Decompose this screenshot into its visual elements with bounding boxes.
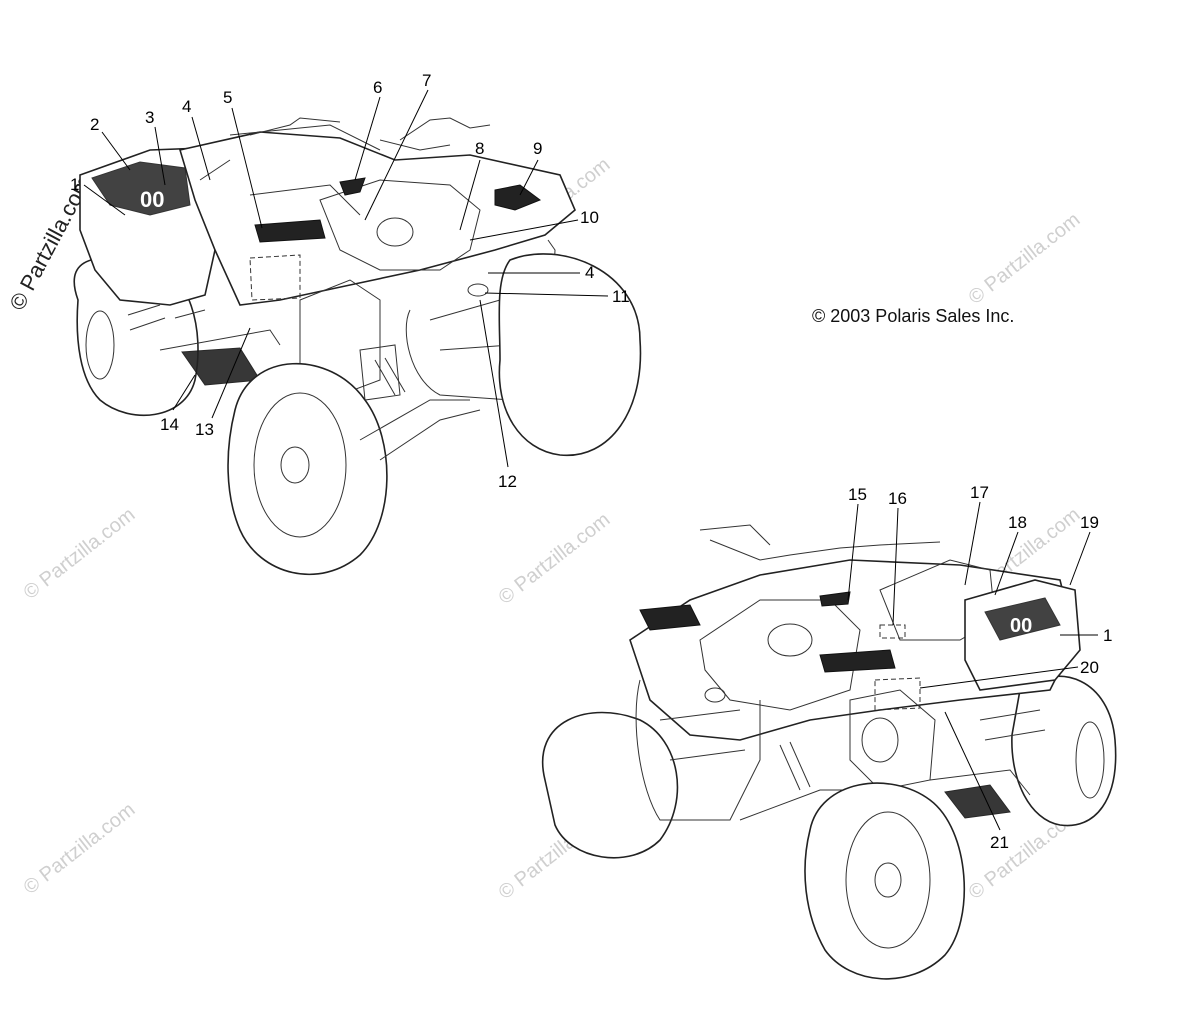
callout-label: 4 [585, 263, 594, 282]
callout-label: 1 [70, 175, 79, 194]
leader-lines-top [83, 89, 609, 468]
callout-label: 13 [195, 420, 214, 439]
callout-label: 6 [373, 78, 382, 97]
callout-label: 21 [990, 833, 1009, 852]
watermark: © Partzilla.com [20, 504, 140, 604]
atv-top-illustration: 00 [73, 117, 642, 576]
callout-label: 8 [475, 139, 484, 158]
callout-label: 3 [145, 108, 154, 127]
svg-text:00: 00 [140, 187, 164, 212]
callout-label: 1 [1103, 626, 1112, 645]
leader-lines-bottom [847, 501, 1098, 831]
callout-label: 9 [533, 139, 542, 158]
callouts-bottom: 15 16 17 18 19 1 20 21 [848, 483, 1112, 852]
callouts-top: 1 2 3 4 5 6 7 8 9 10 4 11 12 13 14 [70, 71, 630, 491]
callout-label: 20 [1080, 658, 1099, 677]
watermark: © Partzilla.com [495, 509, 615, 609]
watermark: © Partzilla.com [965, 209, 1085, 309]
callout-label: 4 [182, 97, 191, 116]
callout-label: 7 [422, 71, 431, 90]
callout-label: 17 [970, 483, 989, 502]
callout-label: 11 [612, 287, 630, 306]
callout-label: 12 [498, 472, 517, 491]
callout-label: 18 [1008, 513, 1027, 532]
svg-text:00: 00 [1010, 615, 1032, 637]
callout-label: 14 [160, 415, 179, 434]
callout-label: 2 [90, 115, 99, 134]
watermark: © Partzilla.com [20, 799, 140, 899]
callout-label: 15 [848, 485, 867, 504]
callout-label: 5 [223, 88, 232, 107]
callout-label: 16 [888, 489, 907, 508]
callout-label: 10 [580, 208, 599, 227]
copyright-text: © 2003 Polaris Sales Inc. [812, 306, 1014, 326]
callout-label: 19 [1080, 513, 1099, 532]
atv-bottom-illustration: 00 [542, 524, 1117, 980]
